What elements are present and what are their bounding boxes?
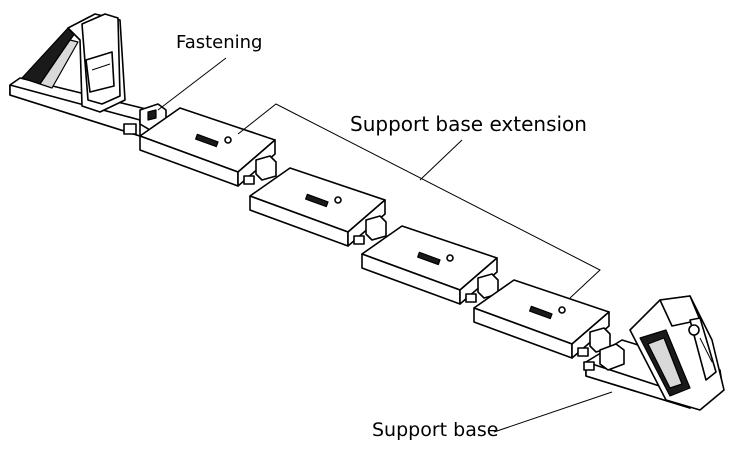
left-support-base — [9, 13, 167, 137]
fastening-label: Fastening — [176, 32, 263, 53]
right-support-base — [583, 295, 725, 411]
fastening-leader — [157, 57, 227, 111]
extension-leader-stem — [419, 139, 463, 181]
extension-panel-3 — [361, 225, 499, 305]
support-base-leader — [493, 391, 613, 433]
support-base-label: Support base — [372, 419, 499, 441]
extension-leader — [237, 103, 601, 299]
extension-panel-2 — [249, 167, 387, 247]
support-base-extension-label: Support base extension — [350, 112, 587, 136]
extension-panel-1 — [139, 107, 277, 187]
extension-panel-4 — [473, 279, 611, 359]
